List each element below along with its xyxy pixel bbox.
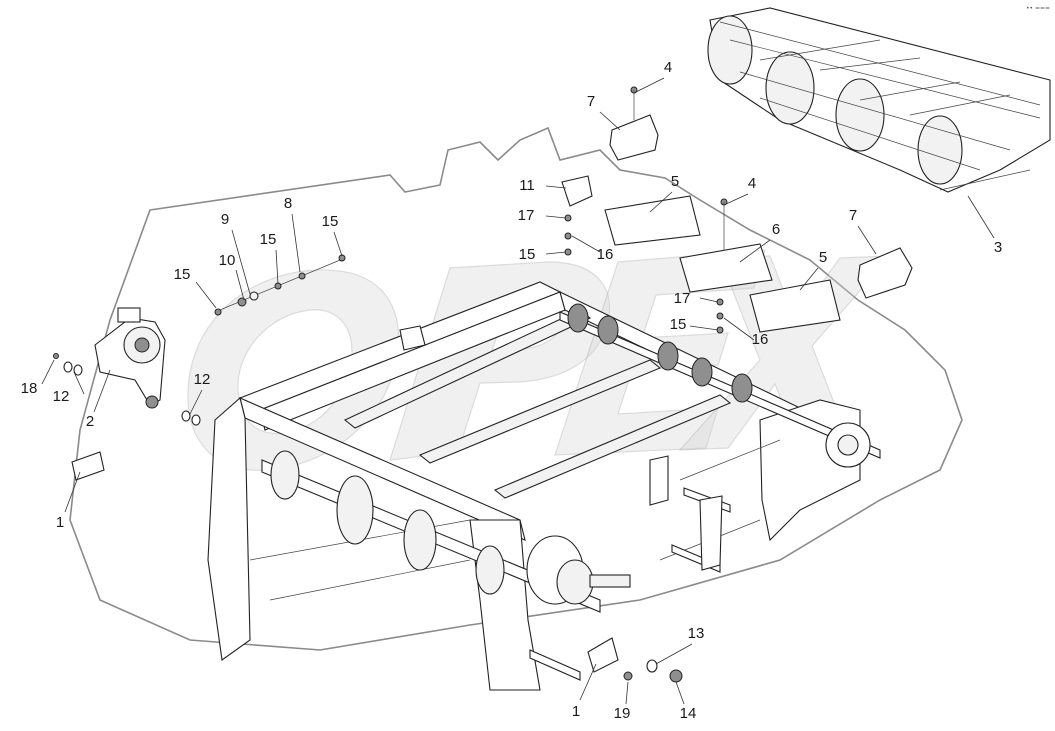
callout-c6: 6: [772, 221, 780, 238]
callout-c15c: 15: [174, 266, 191, 283]
callout-c13: 13: [688, 625, 705, 642]
reel-assembly: [707, 7, 1051, 193]
callout-layer: 1123445567789101112121314151515151516161…: [21, 59, 1003, 722]
callout-c2: 2: [86, 413, 94, 430]
callout-c8: 8: [284, 195, 292, 212]
callout-c19: 19: [614, 705, 631, 722]
callout-c18: 18: [21, 380, 38, 397]
callout-c17a: 17: [518, 207, 535, 224]
auger-shaft: [261, 450, 631, 613]
callout-c15d: 15: [519, 246, 536, 263]
callout-c15a: 15: [260, 231, 277, 248]
callout-c7b: 7: [849, 207, 857, 224]
callout-c12b: 12: [194, 371, 211, 388]
callout-c4b: 4: [748, 175, 756, 192]
gearbox: [94, 307, 166, 409]
callout-c15b: 15: [322, 213, 339, 230]
corner-mark: •• ===: [1026, 5, 1050, 12]
callout-c1a: 1: [56, 514, 64, 531]
callout-c3: 3: [994, 239, 1002, 256]
callout-c9: 9: [221, 211, 229, 228]
small-parts: [53, 86, 913, 683]
callout-c11: 11: [519, 177, 535, 194]
leader-lines: [41, 77, 995, 705]
callout-c1b: 1: [572, 703, 580, 720]
callout-c16a: 16: [597, 246, 614, 263]
callout-c14: 14: [680, 705, 697, 722]
callout-c10: 10: [219, 252, 236, 269]
main-frame: [207, 281, 861, 691]
callout-c4a: 4: [664, 59, 672, 76]
callout-c16b: 16: [752, 331, 769, 348]
callout-c5b: 5: [819, 249, 827, 266]
callout-c5a: 5: [671, 173, 679, 190]
callout-c17b: 17: [674, 290, 691, 307]
sprocket-shaft: [559, 303, 881, 468]
callout-c7a: 7: [587, 93, 595, 110]
callout-c12a: 12: [53, 388, 70, 405]
callout-c15e: 15: [670, 316, 687, 333]
